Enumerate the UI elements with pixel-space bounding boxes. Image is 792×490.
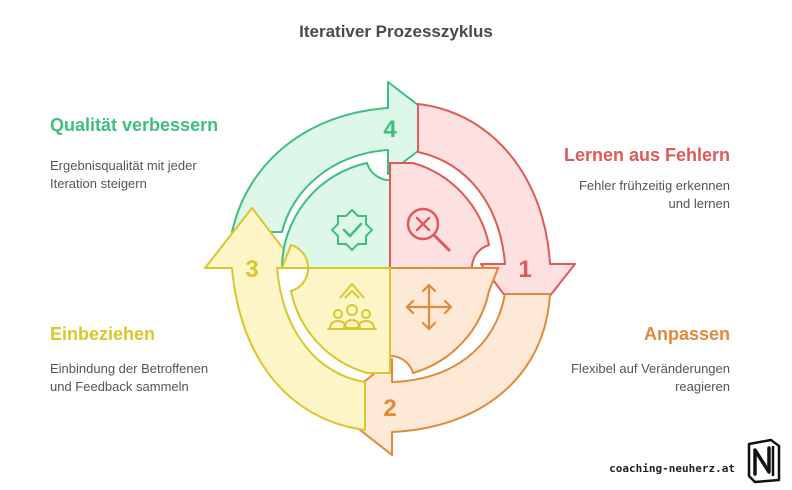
arrow-step-1 [417,103,576,326]
step-2-description: Flexibel auf Veränderungen reagieren [570,361,730,394]
step-1-description: Fehler frühzeitig erkennen und lernen [578,178,730,211]
step-1-number: 1 [518,256,531,283]
inner-circle [280,161,500,375]
step-2-number: 2 [383,395,396,422]
arrow-step-4 [231,81,449,233]
n-logo-icon [747,438,781,484]
check-badge-icon [330,208,374,252]
quadrant-3 [280,243,391,374]
step-1-heading: Lernen aus Fehlern [563,145,730,165]
footer-url: coaching-neuherz.at [609,462,735,475]
page-title: Iterativer Prozesszyklus [299,22,493,41]
step-3-number: 3 [245,256,258,283]
step-3-description: Einbindung der Betroffenen und Feedback … [50,361,209,394]
outer-ring [204,81,576,456]
move-arrows-icon [405,283,453,331]
step-4-number: 4 [383,116,397,143]
step-2-heading: Anpassen [643,324,730,344]
step-4-heading: Qualität verbessern [50,115,219,135]
arrow-step-3 [204,207,366,431]
step-4-description: Ergebnisqualität mit jeder Iteration ste… [50,158,197,191]
magnifier-x-icon [406,207,451,252]
people-group-icon [327,283,377,330]
arrow-step-2 [331,293,551,456]
step-3-heading: Einbeziehen [50,324,156,344]
